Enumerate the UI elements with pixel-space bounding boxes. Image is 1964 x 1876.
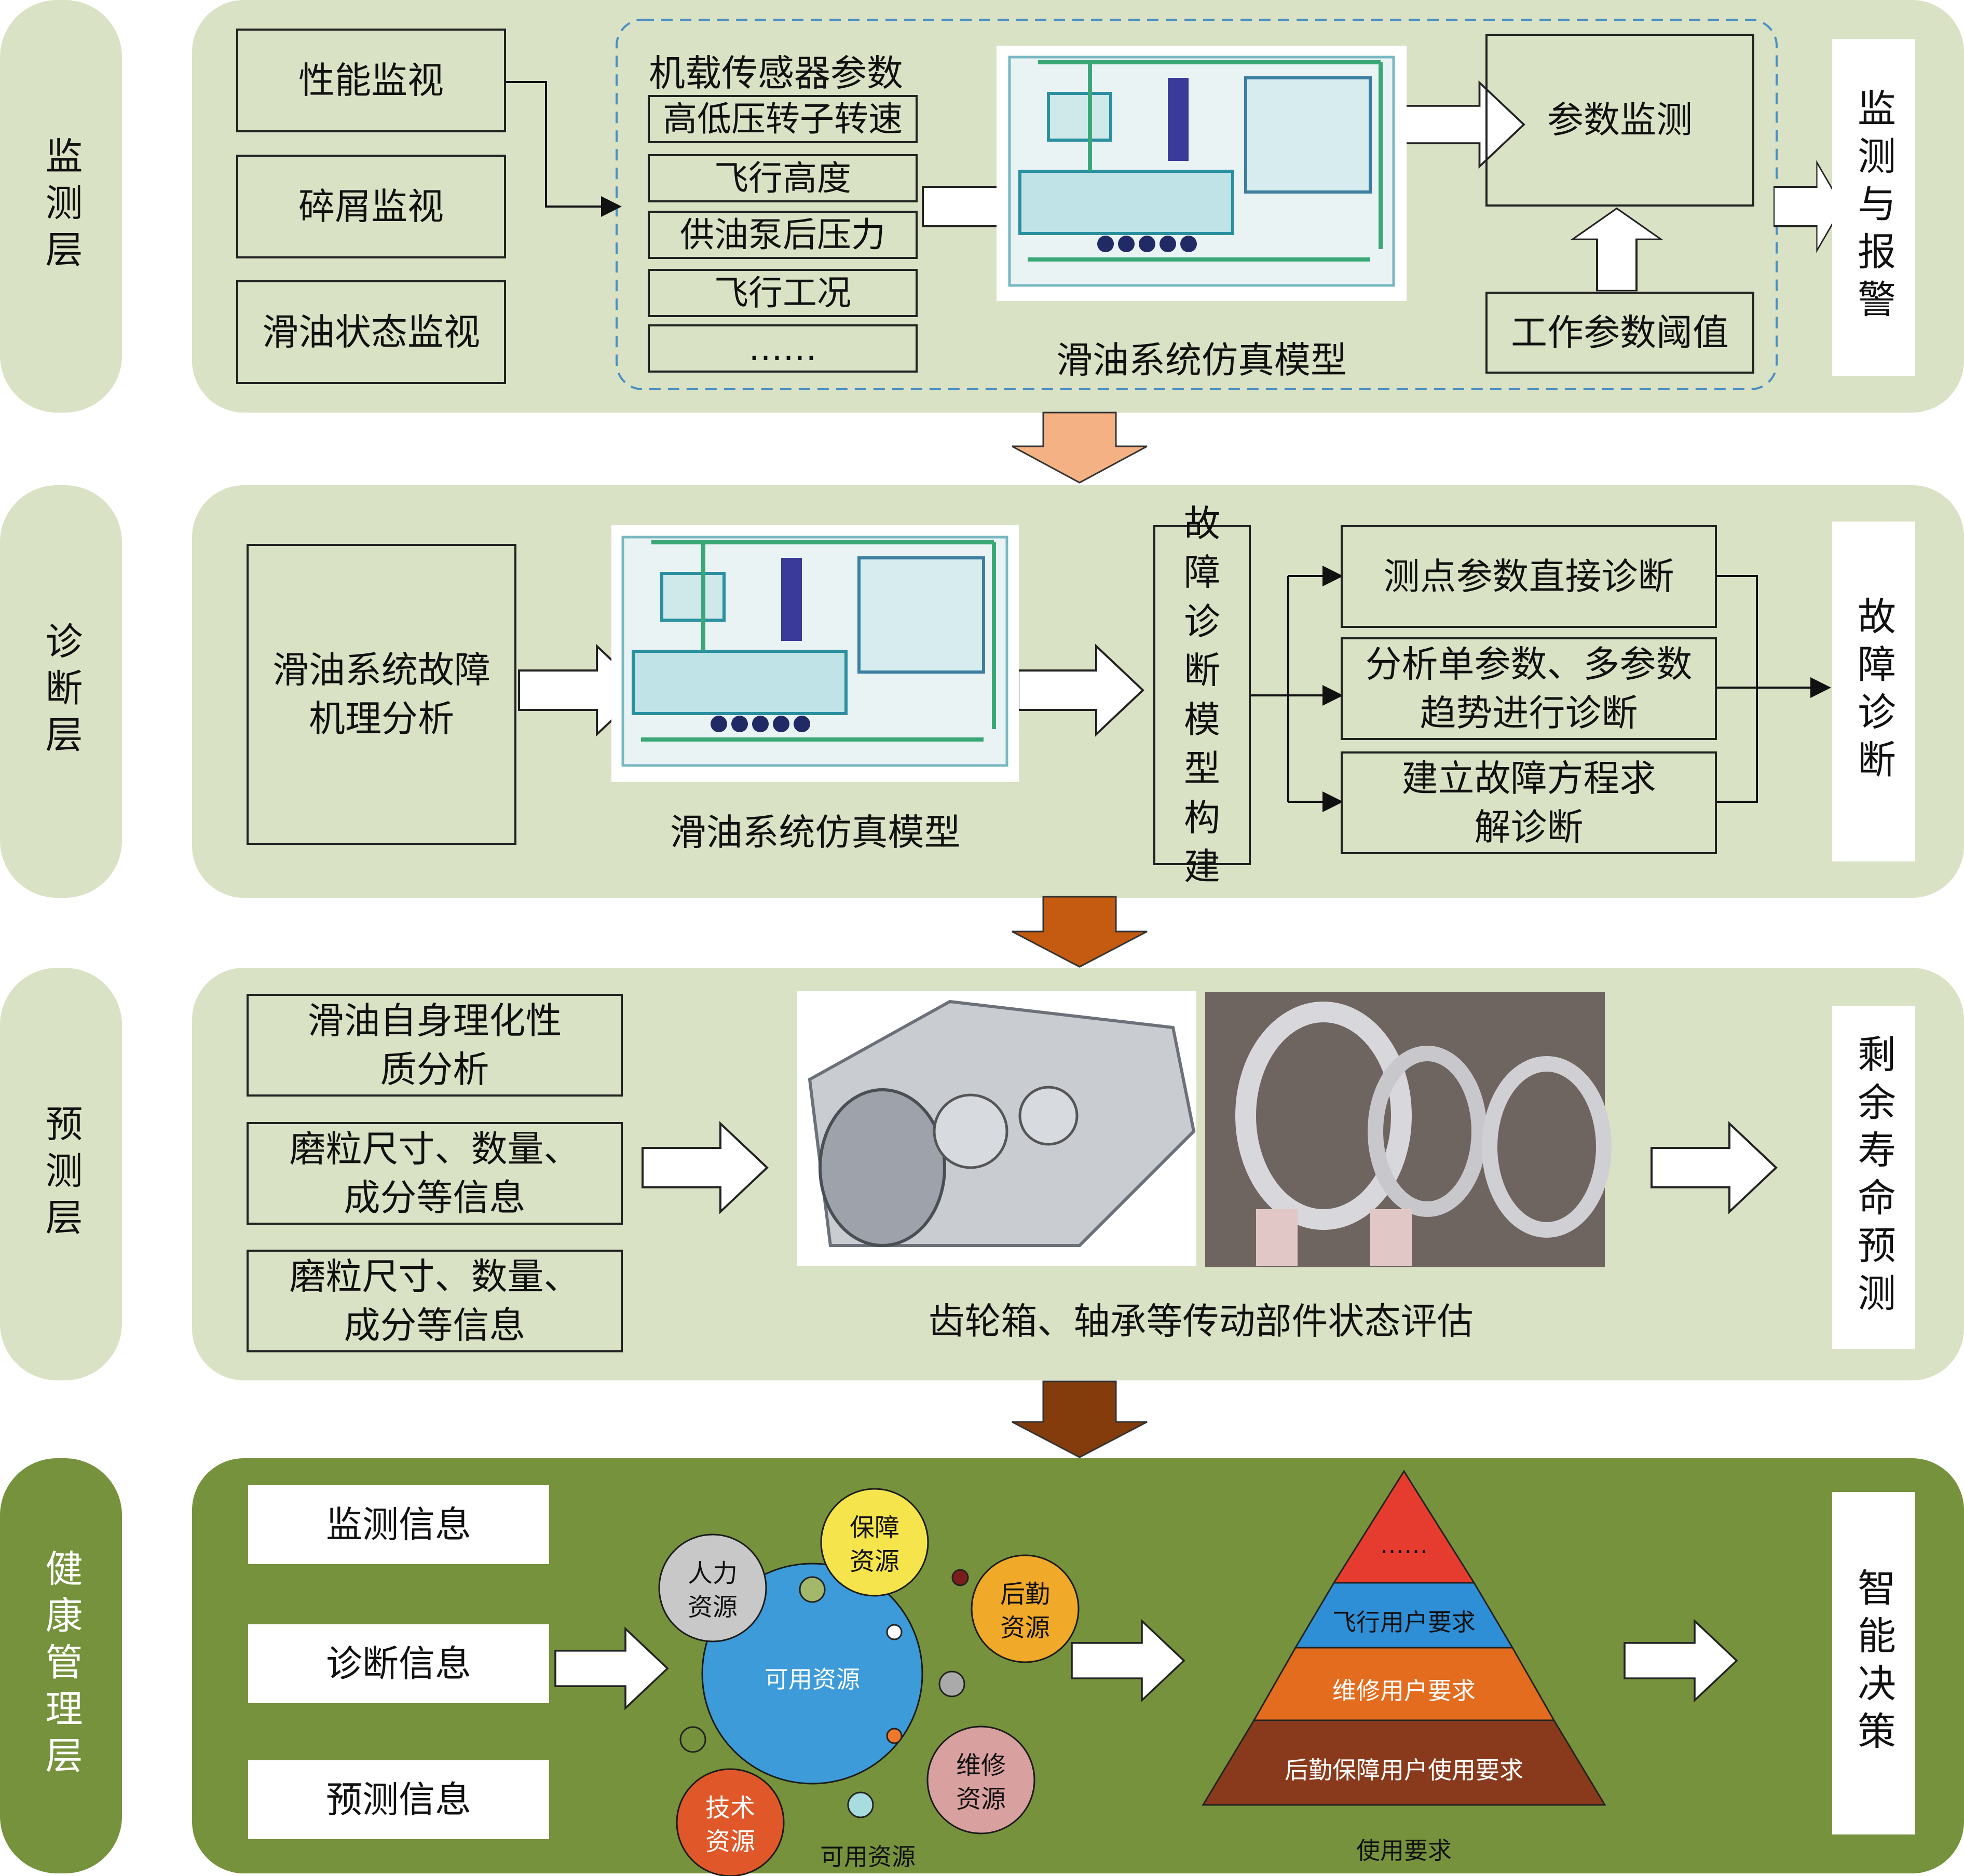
method-direct: 测点参数直接诊断 <box>1341 525 1717 628</box>
health-input-monitor: 监测信息 <box>248 1485 549 1564</box>
pyramid-label-maint: 维修用户要求 <box>1332 1677 1476 1705</box>
predict-input-debris-1-text: 磨粒尺寸、数量、成分等信息 <box>289 1127 580 1220</box>
diagnose-merge <box>1715 575 1827 803</box>
layer-label-health-text: 健康管理层 <box>39 1549 83 1783</box>
layer-arrow-1 <box>1012 412 1148 484</box>
predict-input-oil: 滑油自身理化性质分析 <box>247 994 623 1097</box>
resource-support-label: 保障资源 <box>849 1513 899 1576</box>
pyramid-level-4 <box>1202 1719 1606 1806</box>
resource-center-label: 可用资源 <box>765 1665 860 1693</box>
resource-maint-circle <box>926 1726 1035 1834</box>
model-build-box: 故障诊断模型构建 <box>1153 502 1251 888</box>
predict-caption: 齿轮箱、轴承等传动部件状态评估 <box>928 1300 1474 1343</box>
sensor-title: 机载传感器参数 <box>649 52 903 94</box>
sensor-item-3: 供油泵后压力 <box>648 211 918 259</box>
layer-label-diagnose-text: 诊断层 <box>39 621 83 762</box>
sensor-item-4: 飞行工况 <box>648 269 918 317</box>
sensor-item-1: 高低压转子转速 <box>648 95 918 143</box>
arrow-predict-inputs <box>642 1122 768 1213</box>
layer-label-health <box>0 1458 122 1873</box>
health-output: 智能决策 <box>1832 1492 1915 1834</box>
layer-label-monitor-text: 监测层 <box>39 136 83 277</box>
monitor-input-debris: 碎屑监视 <box>236 155 506 258</box>
resource-maint-label: 维修资源 <box>956 1751 1006 1814</box>
method-equation: 建立故障方程求解诊断 <box>1341 751 1717 854</box>
monitor-connector <box>506 81 622 217</box>
resource-logistics-circle <box>971 1554 1080 1663</box>
resources-caption: 可用资源 <box>820 1843 916 1871</box>
sim-model-image-1 <box>997 46 1407 301</box>
health-input-diagnose: 诊断信息 <box>248 1624 549 1703</box>
pyramid-caption: 使用要求 <box>1356 1837 1452 1865</box>
resource-tech-label: 技术资源 <box>705 1793 755 1856</box>
fault-analysis-text: 滑油系统故障机理分析 <box>272 648 490 741</box>
layer-label-predict-text: 预测层 <box>39 1104 83 1244</box>
arrow-predict-output <box>1651 1122 1777 1213</box>
method-direct-text: 测点参数直接诊断 <box>1383 555 1674 598</box>
sim-model-image-2 <box>611 525 1019 782</box>
monitor-input-performance: 性能监视 <box>236 29 506 132</box>
sensor-region-dashed <box>616 19 1778 390</box>
arrow-health-inputs <box>554 1627 669 1709</box>
predict-input-debris-1: 磨粒尺寸、数量、成分等信息 <box>247 1122 623 1225</box>
model-build-text: 故障诊断模型构建 <box>1184 502 1220 888</box>
bearings-image <box>1205 992 1612 1267</box>
health-input-predict: 预测信息 <box>248 1760 549 1839</box>
fault-analysis-box: 滑油系统故障机理分析 <box>247 544 516 845</box>
monitor-output: 监测与报警 <box>1832 39 1915 376</box>
pyramid-label-flight: 飞行用户要求 <box>1332 1608 1476 1636</box>
arrow-health-output <box>1624 1620 1738 1702</box>
diagnose-model-caption: 滑油系统仿真模型 <box>670 811 961 854</box>
layer-arrow-2 <box>1012 896 1148 968</box>
pyramid-label-top: …… <box>1380 1531 1428 1559</box>
monitor-model-caption: 滑油系统仿真模型 <box>1056 339 1347 381</box>
resource-logistics-label: 后勤资源 <box>1000 1580 1050 1642</box>
param-monitor-box: 参数监测 <box>1485 34 1754 207</box>
layer-label-monitor <box>0 0 122 413</box>
predict-input-oil-text: 滑油自身理化性质分析 <box>307 999 562 1091</box>
pyramid-level-1 <box>1332 1470 1476 1584</box>
layer-label-predict <box>0 968 122 1380</box>
threshold-box: 工作参数阈值 <box>1485 292 1754 374</box>
arrow-model-to-build <box>1017 645 1144 735</box>
gearbox-image <box>797 991 1196 1266</box>
predict-output: 剩余寿命预测 <box>1832 1006 1915 1349</box>
sensor-item-2: 飞行高度 <box>648 154 918 202</box>
predict-input-debris-2-text: 磨粒尺寸、数量、成分等信息 <box>289 1255 580 1347</box>
diagnose-output: 故障诊断 <box>1832 522 1915 861</box>
resource-human-label: 人力资源 <box>687 1559 738 1622</box>
method-equation-text: 建立故障方程求解诊断 <box>1401 757 1656 849</box>
resource-human-circle <box>658 1533 767 1642</box>
layer-arrow-3 <box>1012 1380 1148 1458</box>
method-trend: 分析单参数、多参数趋势进行诊断 <box>1341 637 1717 740</box>
sensor-item-5: …… <box>648 324 918 373</box>
method-trend-text: 分析单参数、多参数趋势进行诊断 <box>1365 642 1693 735</box>
pyramid-label-logistics: 后勤保障用户使用要求 <box>1285 1756 1523 1784</box>
monitor-input-oil-state: 滑油状态监视 <box>236 280 506 384</box>
predict-input-debris-2: 磨粒尺寸、数量、成分等信息 <box>247 1250 623 1352</box>
resource-tech-circle <box>676 1768 785 1876</box>
arrow-threshold-up <box>1572 207 1662 292</box>
layer-label-diagnose <box>0 485 122 898</box>
diagnose-branch <box>1251 575 1339 803</box>
arrow-health-resources <box>1071 1620 1185 1702</box>
resource-support-circle <box>820 1488 929 1597</box>
